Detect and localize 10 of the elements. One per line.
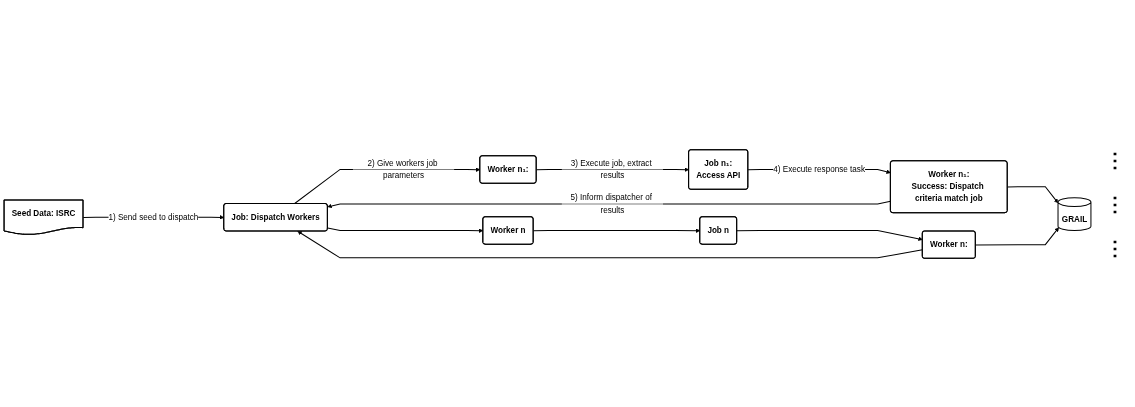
- edge-label: 3) Execute job, extract results: [570, 158, 652, 180]
- ellipsis-mark: ⋮: [1105, 191, 1125, 216]
- ellipsis-mark: ⋮: [1105, 147, 1125, 172]
- ellipsis-mark: ⋮: [1105, 235, 1125, 260]
- edge-label: 1) Send seed to dispatch: [108, 212, 199, 221]
- arrow: [975, 226, 1059, 245]
- edge-label: 5) Inform dispatcher of results: [570, 192, 652, 214]
- arrow: [736, 229, 923, 241]
- edge-label: 4) Execute response task: [773, 164, 865, 174]
- edge-label: 2) Give workers job parameters: [367, 158, 438, 180]
